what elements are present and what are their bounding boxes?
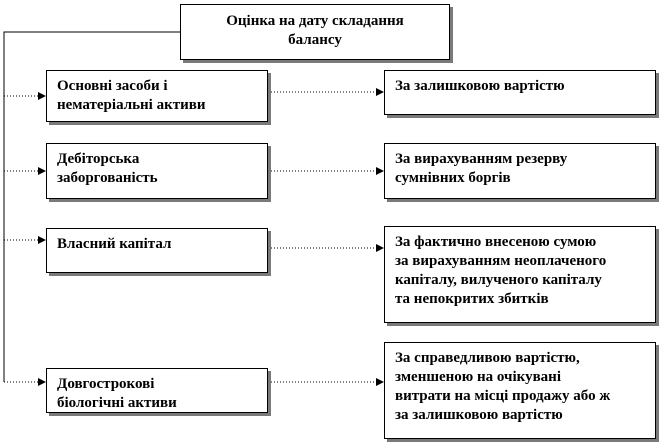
valuation-box-fixed-assets: За залишковою вартістю: [384, 70, 656, 115]
main-trunk-line: [3, 31, 180, 382]
valuation-box-receivables: За вирахуванням резерву сумнівних боргів: [384, 143, 656, 199]
valuation-box-equity: За фактично внесеною сумою за вирахуванн…: [384, 226, 656, 323]
asset-box-equity: Власний капітал: [46, 228, 268, 273]
asset-box-fixed-assets: Основні засоби і нематеріальні активи: [46, 70, 268, 122]
diagram-title-box: Оцінка на дату складання балансу: [180, 4, 450, 60]
asset-box-biological-assets: Довгострокові біологічні активи: [46, 368, 268, 413]
valuation-box-biological-assets: За справедливою вартістю, зменшеною на о…: [384, 342, 656, 439]
asset-box-receivables: Дебіторська заборгованість: [46, 143, 268, 199]
